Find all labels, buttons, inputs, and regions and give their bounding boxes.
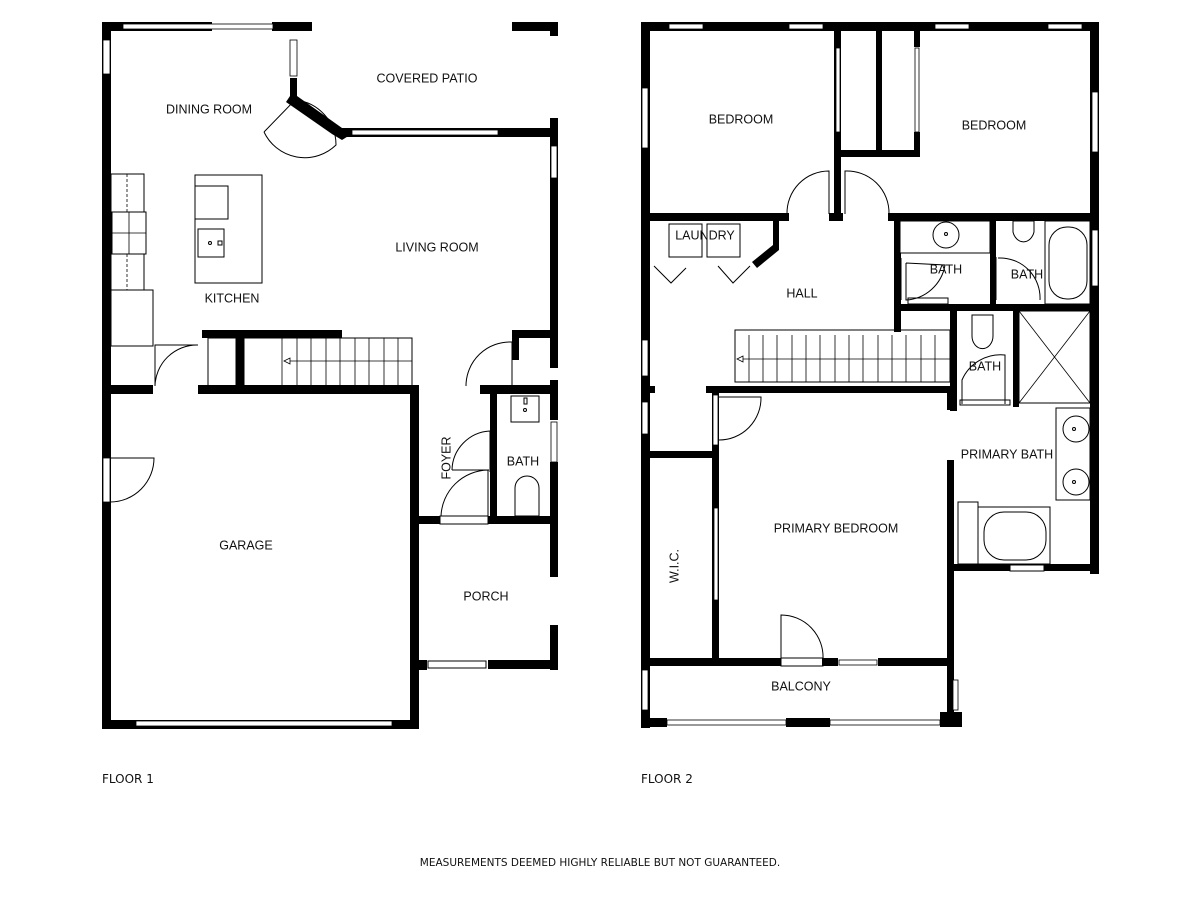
room-label-laundry: LAUNDRY [675,228,735,242]
room-label-bath-3: BATH [969,359,1001,373]
room-label-living-room: LIVING ROOM [395,240,478,254]
room-label-foyer: FOYER [439,436,453,479]
room-label-primary-bedroom: PRIMARY BEDROOM [774,521,899,535]
floor-1-plan [102,22,558,729]
room-label-bath-2: BATH [1011,267,1043,281]
room-label-dining-room: DINING ROOM [166,102,252,116]
floor-1-title: FLOOR 1 [102,772,154,786]
room-label-bedroom-1: BEDROOM [709,112,774,126]
disclaimer-text: MEASUREMENTS DEEMED HIGHLY RELIABLE BUT … [420,857,780,869]
room-label-bedroom-2: BEDROOM [962,118,1027,132]
room-label-garage: GARAGE [219,538,273,552]
room-label-bath: BATH [507,454,539,468]
room-label-wic: W.I.C. [667,549,681,583]
room-label-hall: HALL [786,286,817,300]
room-label-covered-patio: COVERED PATIO [377,71,478,85]
room-label-kitchen: KITCHEN [205,291,260,305]
floor-2-labels: BEDROOM BEDROOM LAUNDRY HALL BATH BATH B… [667,112,1053,693]
room-label-bath-1: BATH [930,262,962,276]
room-label-porch: PORCH [463,589,508,603]
floor-2-title: FLOOR 2 [641,772,693,786]
room-label-primary-bath: PRIMARY BATH [961,447,1053,461]
floor-1-labels: DINING ROOM COVERED PATIO LIVING ROOM KI… [166,71,539,603]
floor-2-plan [641,22,1099,728]
room-label-balcony: BALCONY [771,679,831,693]
